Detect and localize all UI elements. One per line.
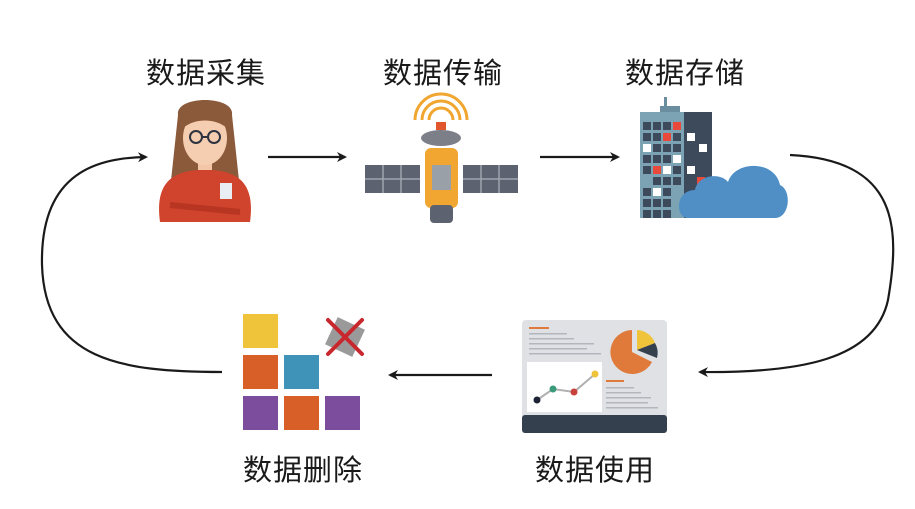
flow-arrows <box>40 152 895 380</box>
arrow-delete-to-collect <box>40 152 223 374</box>
delete-x-icon <box>326 318 364 356</box>
satellite-icon <box>365 92 518 223</box>
stage-label-collect: 数据采集 <box>145 56 267 90</box>
arrow-storage-to-use <box>698 153 895 378</box>
stage-label-delete: 数据删除 <box>242 453 364 487</box>
blocks-delete-icon <box>243 314 365 430</box>
stage-label-storage: 数据存储 <box>624 56 746 90</box>
stage-label-use: 数据使用 <box>534 453 656 487</box>
stage-label-transfer: 数据传输 <box>382 56 504 90</box>
building-cloud-icon <box>640 97 788 218</box>
dashboard-icon <box>522 320 667 433</box>
person-icon <box>159 100 251 222</box>
